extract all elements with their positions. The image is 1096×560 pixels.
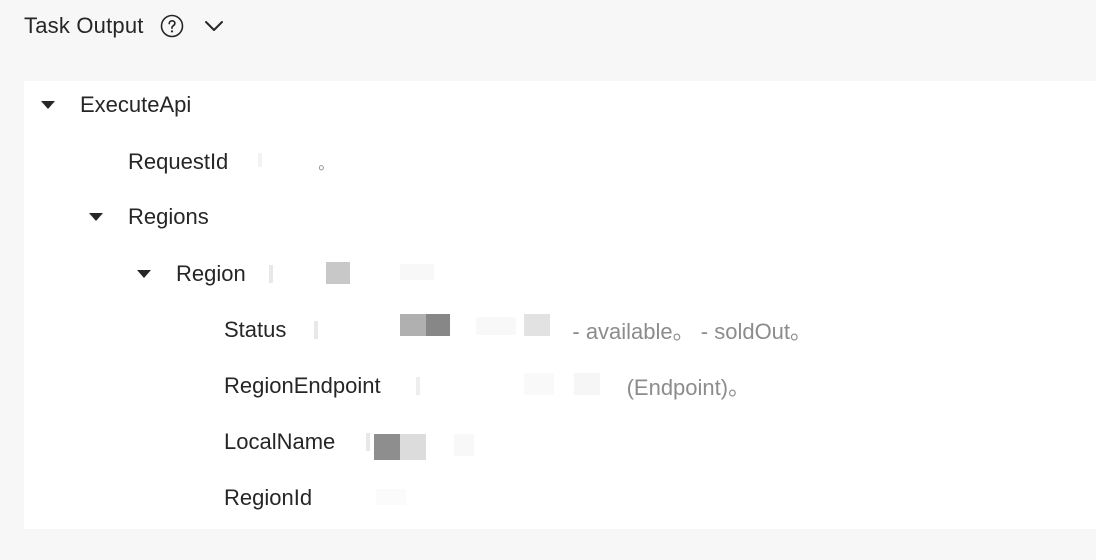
tree-node-label: RegionId (224, 485, 313, 510)
tree-node-label: Region (176, 261, 246, 286)
tree-node-requestid: RequestId 。 (128, 142, 334, 182)
page-title: Task Output (24, 13, 144, 38)
redacted-text (524, 373, 554, 395)
redacted-text (400, 264, 434, 280)
tree-node-localname: LocalName (224, 422, 335, 462)
redacted-text (376, 489, 406, 505)
redacted-text (314, 321, 318, 339)
redacted-text (454, 434, 474, 456)
redacted-text (400, 434, 426, 460)
output-tree-panel: ExecuteApi RequestId 。 Regions Region St… (24, 81, 1096, 529)
redacted-text (416, 377, 420, 395)
tree-node-region[interactable]: Region (137, 254, 246, 294)
redacted-text (374, 434, 400, 460)
redacted-text (326, 262, 350, 284)
caret-down-icon[interactable] (41, 98, 55, 112)
redacted-text (524, 314, 550, 336)
tree-node-label: RequestId (128, 149, 229, 174)
tree-node-executeapi[interactable]: ExecuteApi (41, 85, 191, 125)
tree-node-label: Regions (128, 204, 209, 229)
redacted-text (426, 314, 450, 336)
tree-node-regionid: RegionId (224, 478, 312, 518)
redacted-text (269, 265, 273, 283)
tree-node-regions[interactable]: Regions (89, 197, 209, 237)
caret-down-icon[interactable] (89, 210, 103, 224)
redacted-text (258, 153, 262, 167)
redacted-text (400, 314, 426, 336)
redacted-text (574, 373, 600, 395)
caret-down-icon[interactable] (137, 267, 151, 281)
field-description: - available。 - soldOut。 (572, 319, 813, 344)
redacted-text (476, 317, 516, 335)
redacted-text (366, 433, 370, 451)
tree-node-regionendpoint: RegionEndpoint (Endpoint)。 (224, 366, 750, 406)
field-description: 。 (318, 156, 335, 173)
tree-node-label: RegionEndpoint (224, 373, 381, 398)
tree-node-label: Status (224, 317, 287, 342)
chevron-down-icon[interactable] (202, 14, 226, 38)
tree-node-label: ExecuteApi (80, 92, 192, 117)
task-output-header: Task Output (24, 8, 226, 44)
help-icon[interactable] (160, 14, 184, 38)
field-description: (Endpoint)。 (626, 375, 751, 400)
tree-node-status: Status - available。 - soldOut。 (224, 310, 812, 350)
tree-node-label: LocalName (224, 429, 336, 454)
